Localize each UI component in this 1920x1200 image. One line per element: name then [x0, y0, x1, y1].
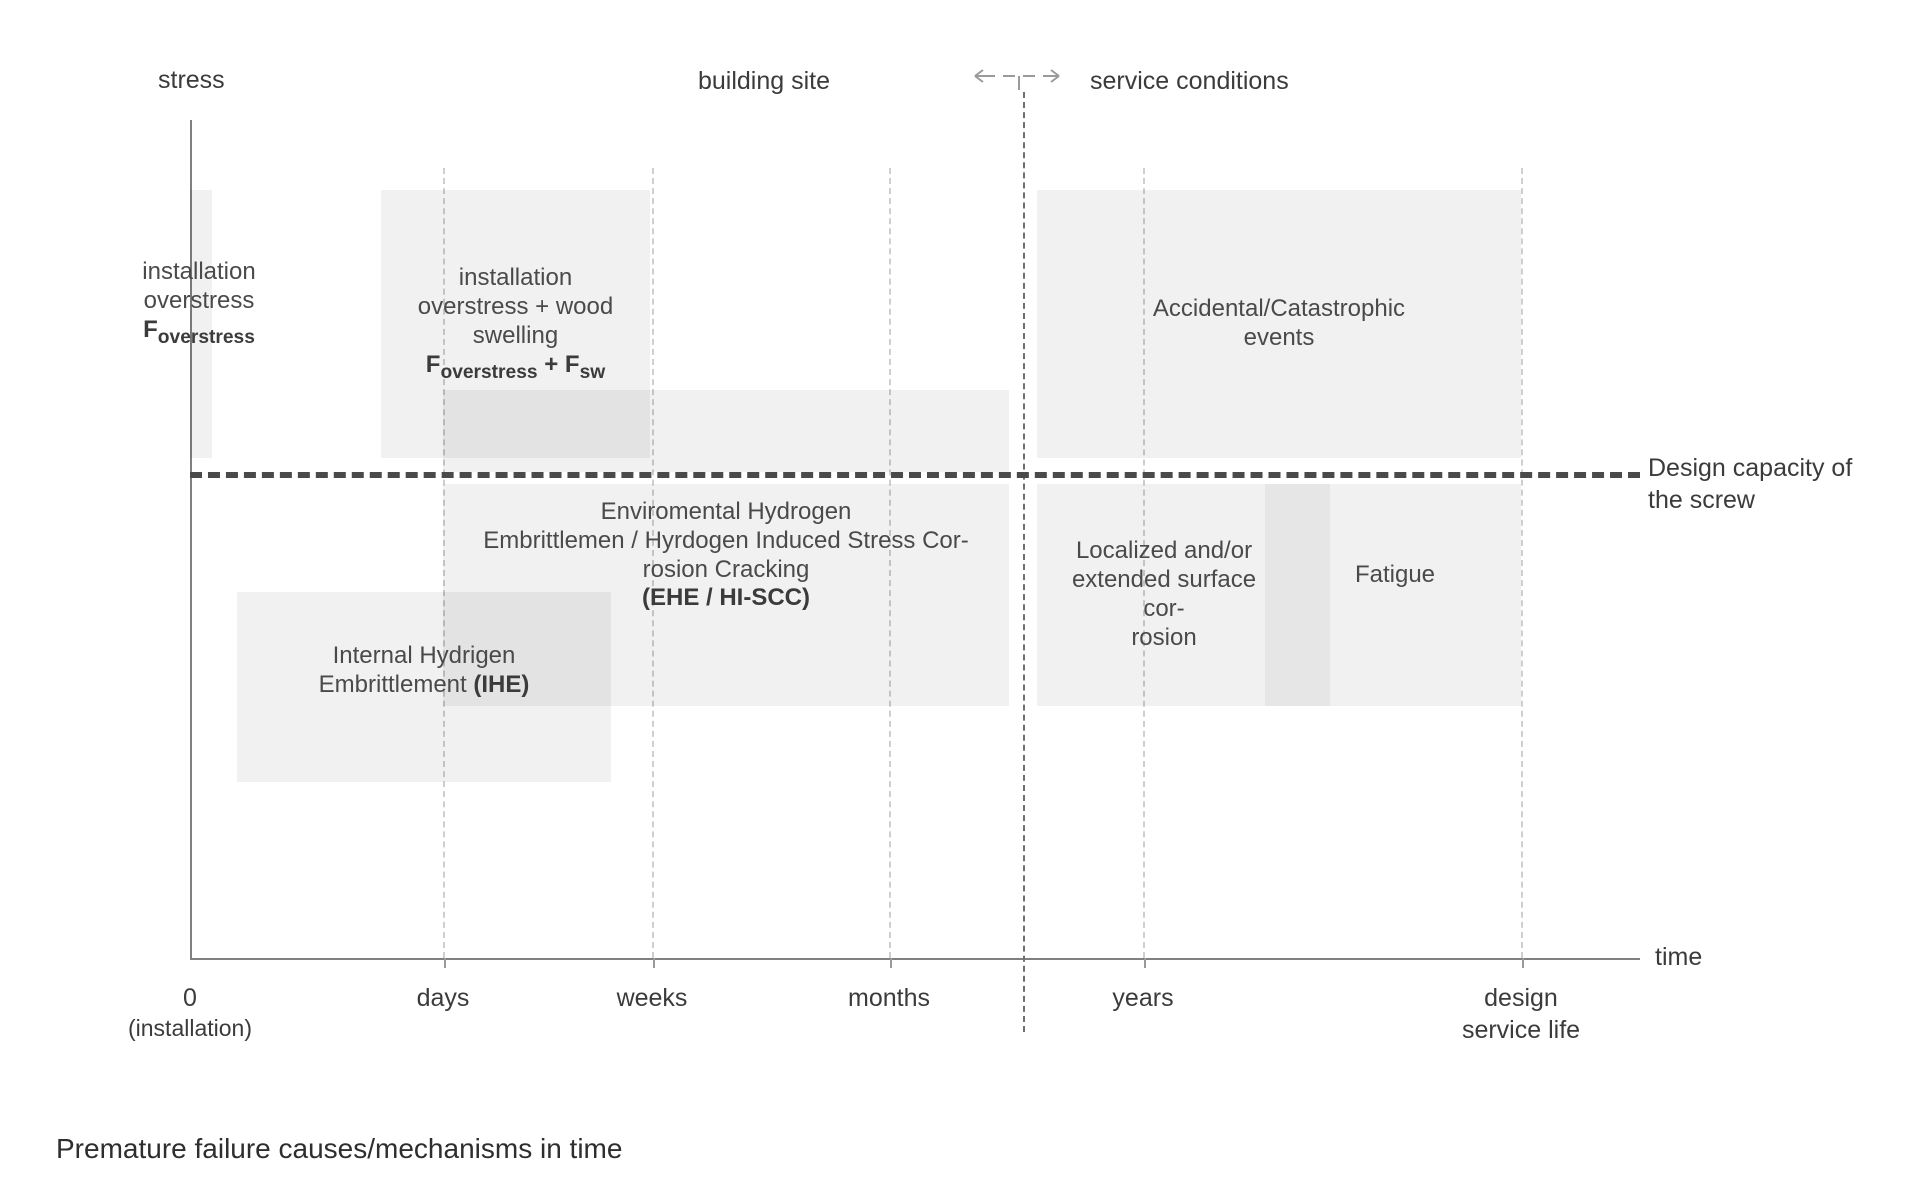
tick-label-weeks: weeks — [617, 982, 688, 1014]
ehe-line3: rosion Cracking — [642, 555, 810, 583]
gridline-years — [1143, 168, 1146, 968]
tick-label-design-main: design — [1484, 984, 1558, 1012]
block-fatigue-overlay — [1265, 484, 1330, 706]
y-axis-label: stress — [158, 66, 225, 94]
block-installation-overstress-label: installation overstress Foverstress — [124, 258, 274, 348]
localized-corrosion-line1: Localized and/or — [1075, 537, 1253, 565]
tick-label-days: days — [417, 982, 470, 1014]
ehe-line2: Embrittlemen / Hyrdogen Induced Stress C… — [483, 526, 969, 554]
f-plus: + — [537, 350, 565, 378]
ihe-line2: Embrittlement (IHE) — [319, 671, 530, 700]
tick-label-weeks-main: weeks — [616, 984, 688, 1012]
tick-mark-months — [890, 958, 892, 968]
block-internal-hydrogen-embrittlement: Internal Hydrigen Embrittlement (IHE) — [237, 592, 611, 782]
ehe-acronym: (EHE / HI-SCC) — [642, 584, 810, 612]
phase-separator-line — [1023, 92, 1025, 1032]
tick-mark-design-service-life — [1522, 958, 1524, 968]
tick-label-days-main: days — [416, 984, 470, 1012]
caption-line1: Premature failure causes/mechanisms in t… — [56, 1133, 623, 1165]
tick-mark-weeks — [653, 958, 655, 968]
block-fatigue-label: Fatigue — [1330, 555, 1460, 595]
accidental-line1: Accidental/Catastrophic — [1152, 295, 1406, 323]
tick-label-months: months — [848, 982, 930, 1014]
ihe-line1: Internal Hydrigen — [332, 642, 516, 669]
f-symbol-1: F — [425, 350, 441, 378]
accidental-line2: events — [1243, 324, 1315, 351]
block-localized-corrosion: Localized and/or extended surface cor- r… — [1037, 484, 1521, 706]
overstress-swelling-line1: installation — [458, 264, 573, 292]
tick-mark-days — [444, 958, 446, 968]
localized-corrosion-line3: rosion — [1131, 623, 1197, 651]
ihe-acronym: (IHE) — [473, 670, 530, 698]
y-axis-line — [190, 120, 192, 960]
phase-label-building-site: building site — [698, 66, 830, 96]
f-symbol: F — [143, 315, 158, 343]
tick-label-years: years — [1112, 982, 1173, 1014]
installation-overstress-line2: overstress — [143, 286, 255, 314]
phase-label-service-conditions-text: service conditions — [1090, 66, 1289, 95]
f-subscript-1: overstress — [440, 361, 538, 383]
installation-overstress-formula: Foverstress — [124, 316, 274, 349]
ehe-line1: Enviromental Hydrogen — [600, 498, 852, 525]
tick-label-zero-sub: (installation) — [128, 1015, 252, 1041]
tick-label-months-main: months — [848, 984, 930, 1012]
block-overstress-plateau — [443, 390, 1009, 472]
x-axis-label: time — [1655, 943, 1703, 971]
ihe-line2-plain: Embrittlement — [318, 670, 474, 698]
design-capacity-label: Design capacity of the screw — [1648, 452, 1852, 516]
overstress-swelling-line3: swelling — [472, 321, 559, 349]
tick-label-design-sub: service life — [1461, 1016, 1581, 1044]
figure-caption: Premature failure causes/mechanisms in t… — [56, 1090, 622, 1200]
f-subscript-2: sw — [579, 361, 606, 383]
phase-label-service-conditions: service conditions — [1090, 66, 1289, 96]
localized-corrosion-line2: extended surface cor- — [1071, 566, 1257, 622]
f-subscript: overstress — [157, 326, 255, 348]
block-accidental-events: Accidental/Catastrophic events — [1037, 190, 1521, 458]
tick-label-zero: 0 (installation) — [128, 982, 252, 1043]
f-symbol-2: F — [564, 350, 580, 378]
tick-mark-years — [1144, 958, 1146, 968]
x-axis-line — [190, 958, 1640, 960]
design-capacity-line2: the screw — [1648, 486, 1755, 514]
design-capacity-line — [190, 472, 1640, 478]
block-environmental-hydrogen-embrittlement: Enviromental Hydrogen Embrittlemen / Hyr… — [443, 484, 1009, 706]
left-right-arrow-divider-icon — [973, 60, 1083, 100]
fatigue-line1: Fatigue — [1354, 560, 1436, 588]
gridline-design-service-life — [1521, 168, 1524, 968]
phase-label-building-site-text: building site — [697, 66, 830, 95]
tick-label-design-service-life: design service life — [1462, 982, 1580, 1046]
tick-label-zero-main: 0 — [183, 984, 197, 1012]
block-overstress-swelling: installation overstress + wood swelling … — [381, 190, 650, 458]
overstress-swelling-formula: Foverstress + Fsw — [418, 351, 613, 384]
gridline-months — [889, 168, 892, 968]
gridline-days — [443, 168, 446, 968]
installation-overstress-line1: installation — [142, 258, 256, 285]
overstress-swelling-line2: overstress + wood — [417, 293, 614, 321]
block-installation-overstress — [190, 190, 212, 458]
gridline-weeks — [652, 168, 655, 968]
tick-label-years-main: years — [1112, 984, 1174, 1012]
design-capacity-line1: Design capacity of — [1648, 454, 1853, 482]
